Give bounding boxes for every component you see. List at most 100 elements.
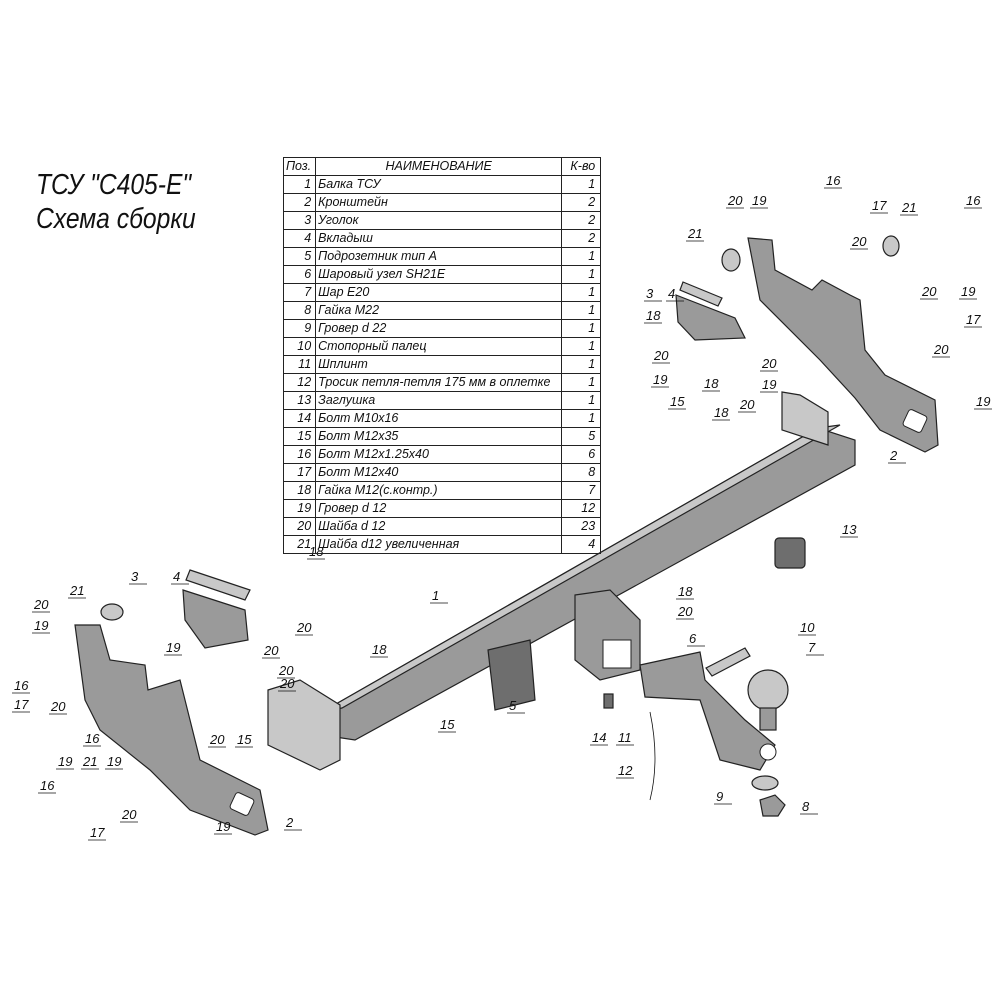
cell-pos: 11 [282, 355, 317, 374]
callout-13: 13 [842, 522, 857, 537]
callout-17: 17 [14, 697, 29, 712]
right-bracket-slot [902, 409, 928, 433]
callout-15: 15 [237, 732, 252, 747]
right-angle-bracket [675, 294, 746, 341]
cell-pos: 13 [282, 391, 317, 410]
callout-20: 20 [933, 342, 949, 357]
cell-name: Балка ТСУ [315, 175, 563, 194]
cell-pos: 21 [282, 535, 317, 554]
cell-pos: 6 [282, 265, 317, 284]
cell-qty: 2 [561, 211, 602, 230]
left-beam-plate [267, 679, 341, 771]
callout-21: 21 [901, 200, 916, 215]
callout-20: 20 [278, 663, 294, 678]
callout-12: 12 [618, 763, 633, 778]
callout-3: 3 [131, 569, 139, 584]
callout-20: 20 [653, 348, 669, 363]
callout-19: 19 [166, 640, 180, 655]
callout-20: 20 [727, 193, 743, 208]
cell-pos: 7 [282, 283, 317, 302]
cell-name: Кронштейн [315, 193, 563, 212]
washer-21-right2 [882, 235, 900, 257]
ball-mount-hole [759, 743, 777, 761]
cell-name: Гровер d 22 [315, 319, 563, 338]
cell-pos: 20 [282, 517, 317, 536]
washer-21-right [721, 248, 741, 272]
callout-4: 4 [173, 569, 180, 584]
cell-qty: 1 [561, 319, 602, 338]
callout-2: 2 [889, 448, 898, 463]
callout-20: 20 [50, 699, 66, 714]
callout-17: 17 [872, 198, 887, 213]
cell-name: Уголок [315, 211, 563, 230]
cell-name: Шар Е20 [315, 283, 563, 302]
cell-name: Вкладыш [315, 229, 563, 248]
tow-ball-shank [759, 707, 777, 731]
bolt-14 [603, 693, 614, 709]
cell-qty: 23 [561, 517, 602, 536]
callout-19: 19 [34, 618, 48, 633]
callout-5: 5 [509, 698, 517, 713]
callout-19: 19 [976, 394, 990, 409]
tow-ball [747, 669, 789, 711]
cell-name: Болт М12х35 [315, 427, 563, 446]
cell-pos: 8 [282, 301, 317, 320]
callout-21: 21 [687, 226, 702, 241]
callout-19: 19 [961, 284, 975, 299]
callout-8: 8 [802, 799, 810, 814]
cell-name: Подрозетник тип А [315, 247, 563, 266]
cell-pos: 3 [282, 211, 317, 230]
cell-name: Шаровый узел SH21E [315, 265, 563, 284]
cell-pos: 9 [282, 319, 317, 338]
callout-17: 17 [90, 825, 105, 840]
left-angle-bracket [182, 589, 249, 649]
callout-6: 6 [689, 631, 697, 646]
title-line-1: ТСУ "С405-Е" [36, 169, 192, 201]
nut-8 [759, 794, 786, 817]
callout-21: 21 [69, 583, 84, 598]
callout-19: 19 [58, 754, 72, 769]
callout-20: 20 [263, 643, 279, 658]
callout-20: 20 [33, 597, 49, 612]
cell-qty: 2 [561, 193, 602, 212]
cell-qty: 6 [561, 445, 602, 464]
cell-qty: 1 [561, 247, 602, 266]
cell-qty: 1 [561, 301, 602, 320]
cell-pos: 16 [282, 445, 317, 464]
cell-name: Шплинт [315, 355, 563, 374]
cell-qty: 8 [561, 463, 602, 482]
cell-pos: 18 [282, 481, 317, 500]
cell-pos: 15 [282, 427, 317, 446]
callout-20: 20 [739, 397, 755, 412]
cell-name: Шайба d 12 [315, 517, 563, 536]
washer-9 [751, 775, 779, 791]
receiver-opening [602, 639, 632, 669]
cell-name: Болт М10х16 [315, 409, 563, 428]
right-insert [679, 281, 723, 307]
right-bracket [747, 237, 939, 453]
cell-pos: 14 [282, 409, 317, 428]
cell-qty: 1 [561, 373, 602, 392]
callout-21: 21 [82, 754, 97, 769]
cell-name: Болт М12х40 [315, 463, 563, 482]
callout-16: 16 [85, 731, 100, 746]
callout-16: 16 [966, 193, 981, 208]
callout-18: 18 [678, 584, 693, 599]
cell-name: Заглушка [315, 391, 563, 410]
callout-20: 20 [761, 356, 777, 371]
callout-19: 19 [653, 372, 667, 387]
callout-20: 20 [121, 807, 137, 822]
